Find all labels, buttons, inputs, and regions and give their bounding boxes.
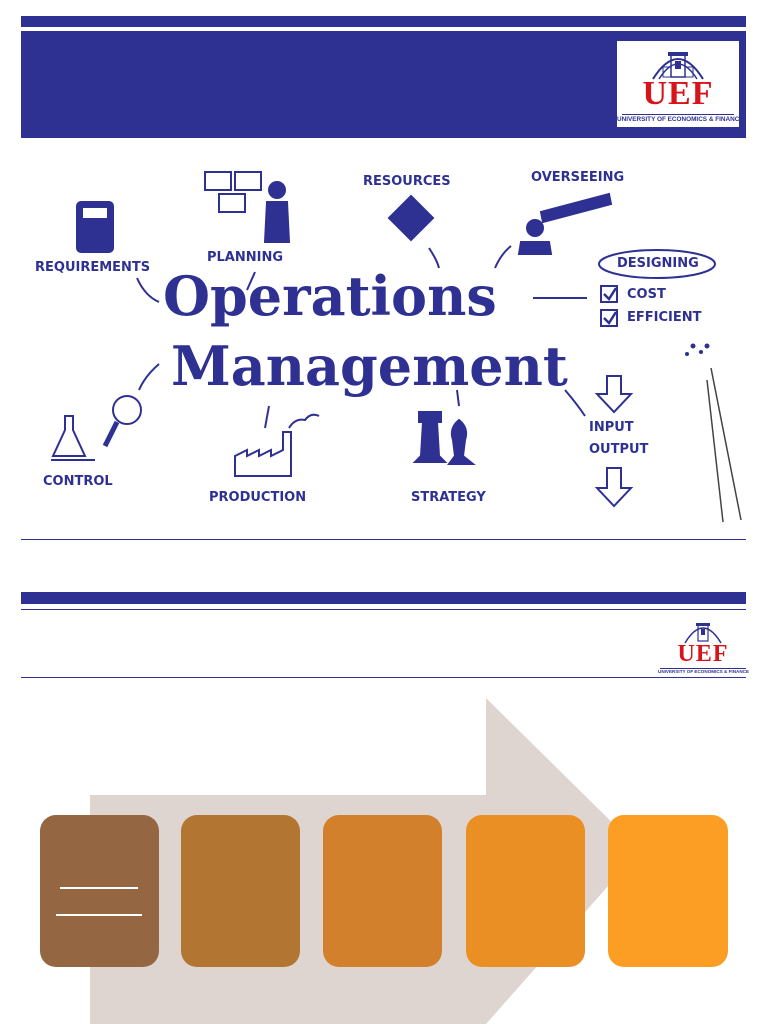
logo-subtitle: UNIVERSITY OF ECONOMICS & FINANCE xyxy=(617,116,744,123)
warning-icon xyxy=(387,194,435,242)
pencil-icon xyxy=(706,367,742,523)
process-step-1 xyxy=(40,815,159,967)
process-step-2 xyxy=(181,815,300,967)
header-top-bar-2 xyxy=(21,592,746,604)
header-rule-top xyxy=(21,609,746,610)
step-divider xyxy=(56,914,142,916)
planning-boards-icon xyxy=(204,171,232,191)
label-requirements: REQUIREMENTS xyxy=(35,260,151,275)
label-strategy: STRATEGY xyxy=(411,490,486,505)
illustration-graphics xyxy=(51,171,742,523)
process-step-4 xyxy=(466,815,585,967)
label-overseeing: OVERSEEING xyxy=(531,170,625,185)
header-top-bar xyxy=(21,16,746,27)
illustration-title-line2: Management xyxy=(171,334,568,398)
building-icon xyxy=(652,52,704,80)
magnifier-icon xyxy=(112,395,142,425)
label-control: CONTROL xyxy=(43,474,113,489)
label-efficient: EFFICIENT xyxy=(627,310,702,325)
chess-bishop-icon xyxy=(447,418,476,465)
slide-divider xyxy=(21,539,746,540)
logo-name: UEF xyxy=(642,75,714,112)
uef-logo: UEF UNIVERSITY OF ECONOMICS & FINANCE xyxy=(617,41,744,127)
logo-name-small: UEF xyxy=(677,641,729,667)
building-icon xyxy=(684,623,722,644)
telescope-icon xyxy=(539,192,613,224)
header-rule-bottom xyxy=(21,677,746,678)
chess-rook-icon xyxy=(412,411,448,463)
process-step-5 xyxy=(608,815,728,967)
factory-icon xyxy=(234,431,292,477)
label-production: PRODUCTION xyxy=(209,490,307,505)
uef-logo-small: UEF UNIVERSITY OF ECONOMICS & FINANCE xyxy=(658,615,750,677)
label-input: INPUT xyxy=(589,420,634,435)
operations-management-illustration: REQUIREMENTS PLANNING RESOURCES OVERSEEI… xyxy=(21,150,746,535)
step-divider xyxy=(60,887,138,889)
person-icon xyxy=(268,181,286,199)
checkbox-icon xyxy=(600,285,618,303)
down-arrow-icon xyxy=(594,375,634,414)
logo-subtitle-small: UNIVERSITY OF ECONOMICS & FINANCE xyxy=(658,669,750,674)
illustration-title-line1: Operations xyxy=(163,264,497,328)
label-output: OUTPUT xyxy=(589,442,649,457)
process-step-3 xyxy=(323,815,442,967)
label-planning: PLANNING xyxy=(207,250,284,265)
label-cost: COST xyxy=(627,287,666,302)
flask-icon xyxy=(51,415,87,457)
label-designing: DESIGNING xyxy=(617,256,699,271)
label-resources: RESOURCES xyxy=(363,174,451,189)
